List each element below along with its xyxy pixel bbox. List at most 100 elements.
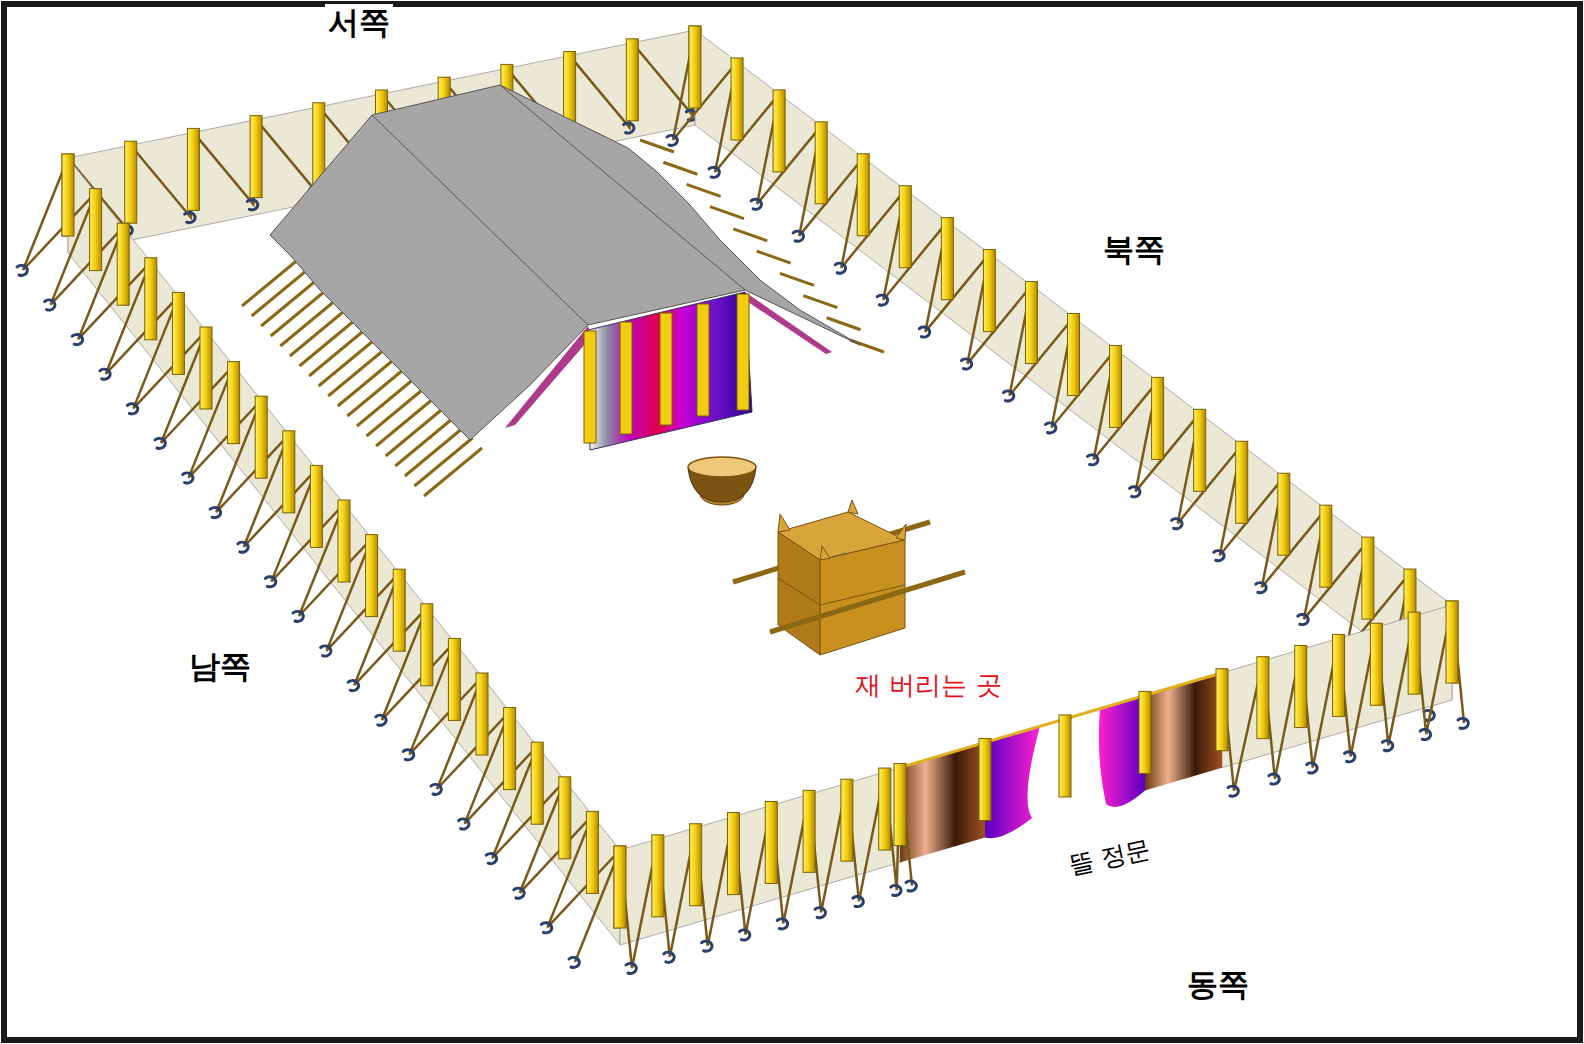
fence-post	[1362, 537, 1374, 619]
gate-curtain	[1145, 673, 1222, 791]
picture-frame	[4, 4, 1580, 1040]
tent-cord	[780, 273, 814, 285]
fence-post	[90, 189, 102, 271]
fence-ropes	[620, 605, 1468, 973]
fence-post	[803, 790, 815, 872]
fence-rope	[1136, 381, 1200, 491]
fence-post	[310, 465, 322, 547]
tent-cord	[757, 251, 791, 263]
fence-rope	[354, 573, 427, 685]
fence-post	[504, 708, 516, 790]
fence-rope	[925, 222, 989, 332]
tent-stake	[185, 213, 195, 223]
bronze-laver	[688, 457, 756, 505]
fence-rope	[193, 120, 256, 205]
fence-rope	[1009, 286, 1073, 396]
direction-label: 북쪽	[1100, 231, 1168, 268]
fence-post	[1320, 505, 1332, 587]
fence-post	[815, 122, 827, 204]
fence-post	[983, 250, 995, 332]
pillar	[620, 322, 632, 434]
fence-post	[531, 742, 543, 824]
fence-rope	[299, 504, 372, 616]
fence-post	[366, 535, 378, 617]
fence-posts	[689, 26, 1458, 683]
fence-rope	[1304, 509, 1368, 619]
fence-rope	[883, 190, 947, 300]
tent-stake	[835, 263, 845, 273]
tent-stake	[247, 200, 257, 210]
court-gate	[900, 673, 1222, 863]
tent-stake	[321, 646, 331, 656]
fence-posts	[62, 154, 626, 928]
tent-stake	[1172, 519, 1182, 529]
fence-rope	[106, 262, 179, 374]
fence-rope	[161, 331, 234, 443]
fence-ropes	[17, 158, 620, 967]
tent-stake	[891, 885, 901, 895]
fence-post	[1295, 646, 1307, 728]
fence-panel	[620, 768, 900, 945]
tent-stake	[1088, 455, 1098, 465]
fence-rope	[465, 712, 538, 824]
fence-post	[614, 846, 626, 928]
fence-rope	[492, 746, 565, 858]
fence-rope	[382, 608, 455, 720]
tent-stake	[906, 881, 916, 891]
fence-rope	[256, 107, 319, 192]
fence-post	[857, 154, 869, 236]
fence-post	[1068, 314, 1080, 396]
pillar	[584, 331, 596, 443]
fence-rope	[715, 62, 779, 172]
fence-rope	[799, 126, 863, 236]
tent-cord	[710, 207, 744, 219]
tent-stake	[702, 941, 712, 951]
fence-post	[586, 811, 598, 893]
fence-post	[1446, 601, 1458, 683]
tent-stake	[1003, 391, 1013, 401]
fence-post	[1446, 601, 1458, 683]
fence-ropes	[667, 30, 1452, 720]
north-fence	[667, 26, 1458, 720]
fence-post	[393, 569, 405, 651]
fence-rope	[327, 539, 400, 651]
tent-stake	[265, 577, 275, 587]
tent-stake	[1269, 774, 1279, 784]
fence-post	[1370, 623, 1382, 705]
fence-rope	[78, 227, 151, 339]
fence-post	[1194, 409, 1206, 491]
fence-rope	[547, 815, 620, 927]
tent-cord	[663, 162, 697, 174]
fence-post	[117, 223, 129, 305]
fence-post	[338, 500, 350, 582]
roof-ridge-line	[500, 85, 745, 290]
tent-stake	[751, 199, 761, 209]
tent-stake	[1298, 615, 1308, 625]
tent-stake	[961, 359, 971, 369]
tent-stake	[664, 952, 674, 962]
fence-post	[1257, 657, 1269, 739]
fence-panel	[1222, 605, 1452, 768]
fence-post	[1216, 669, 1228, 751]
tent-stake	[1458, 718, 1468, 728]
tent-stake	[626, 963, 636, 973]
south-fence	[17, 154, 626, 967]
fence-post	[690, 824, 702, 906]
fence-rope	[271, 469, 344, 581]
tent-stake	[100, 369, 110, 379]
tent-stake	[777, 919, 787, 929]
tent-door-curtain	[588, 292, 752, 450]
fence-post	[1025, 282, 1037, 364]
tent-stake	[238, 542, 248, 552]
tent-stake	[1214, 551, 1224, 561]
fence-post	[187, 128, 199, 210]
fence-post	[1139, 691, 1151, 773]
fence-rope	[1220, 445, 1284, 555]
fence-post	[773, 90, 785, 172]
fence-rope	[51, 193, 124, 305]
pillar	[660, 313, 672, 425]
fence-post	[255, 396, 267, 478]
tent-stake	[1130, 487, 1140, 497]
